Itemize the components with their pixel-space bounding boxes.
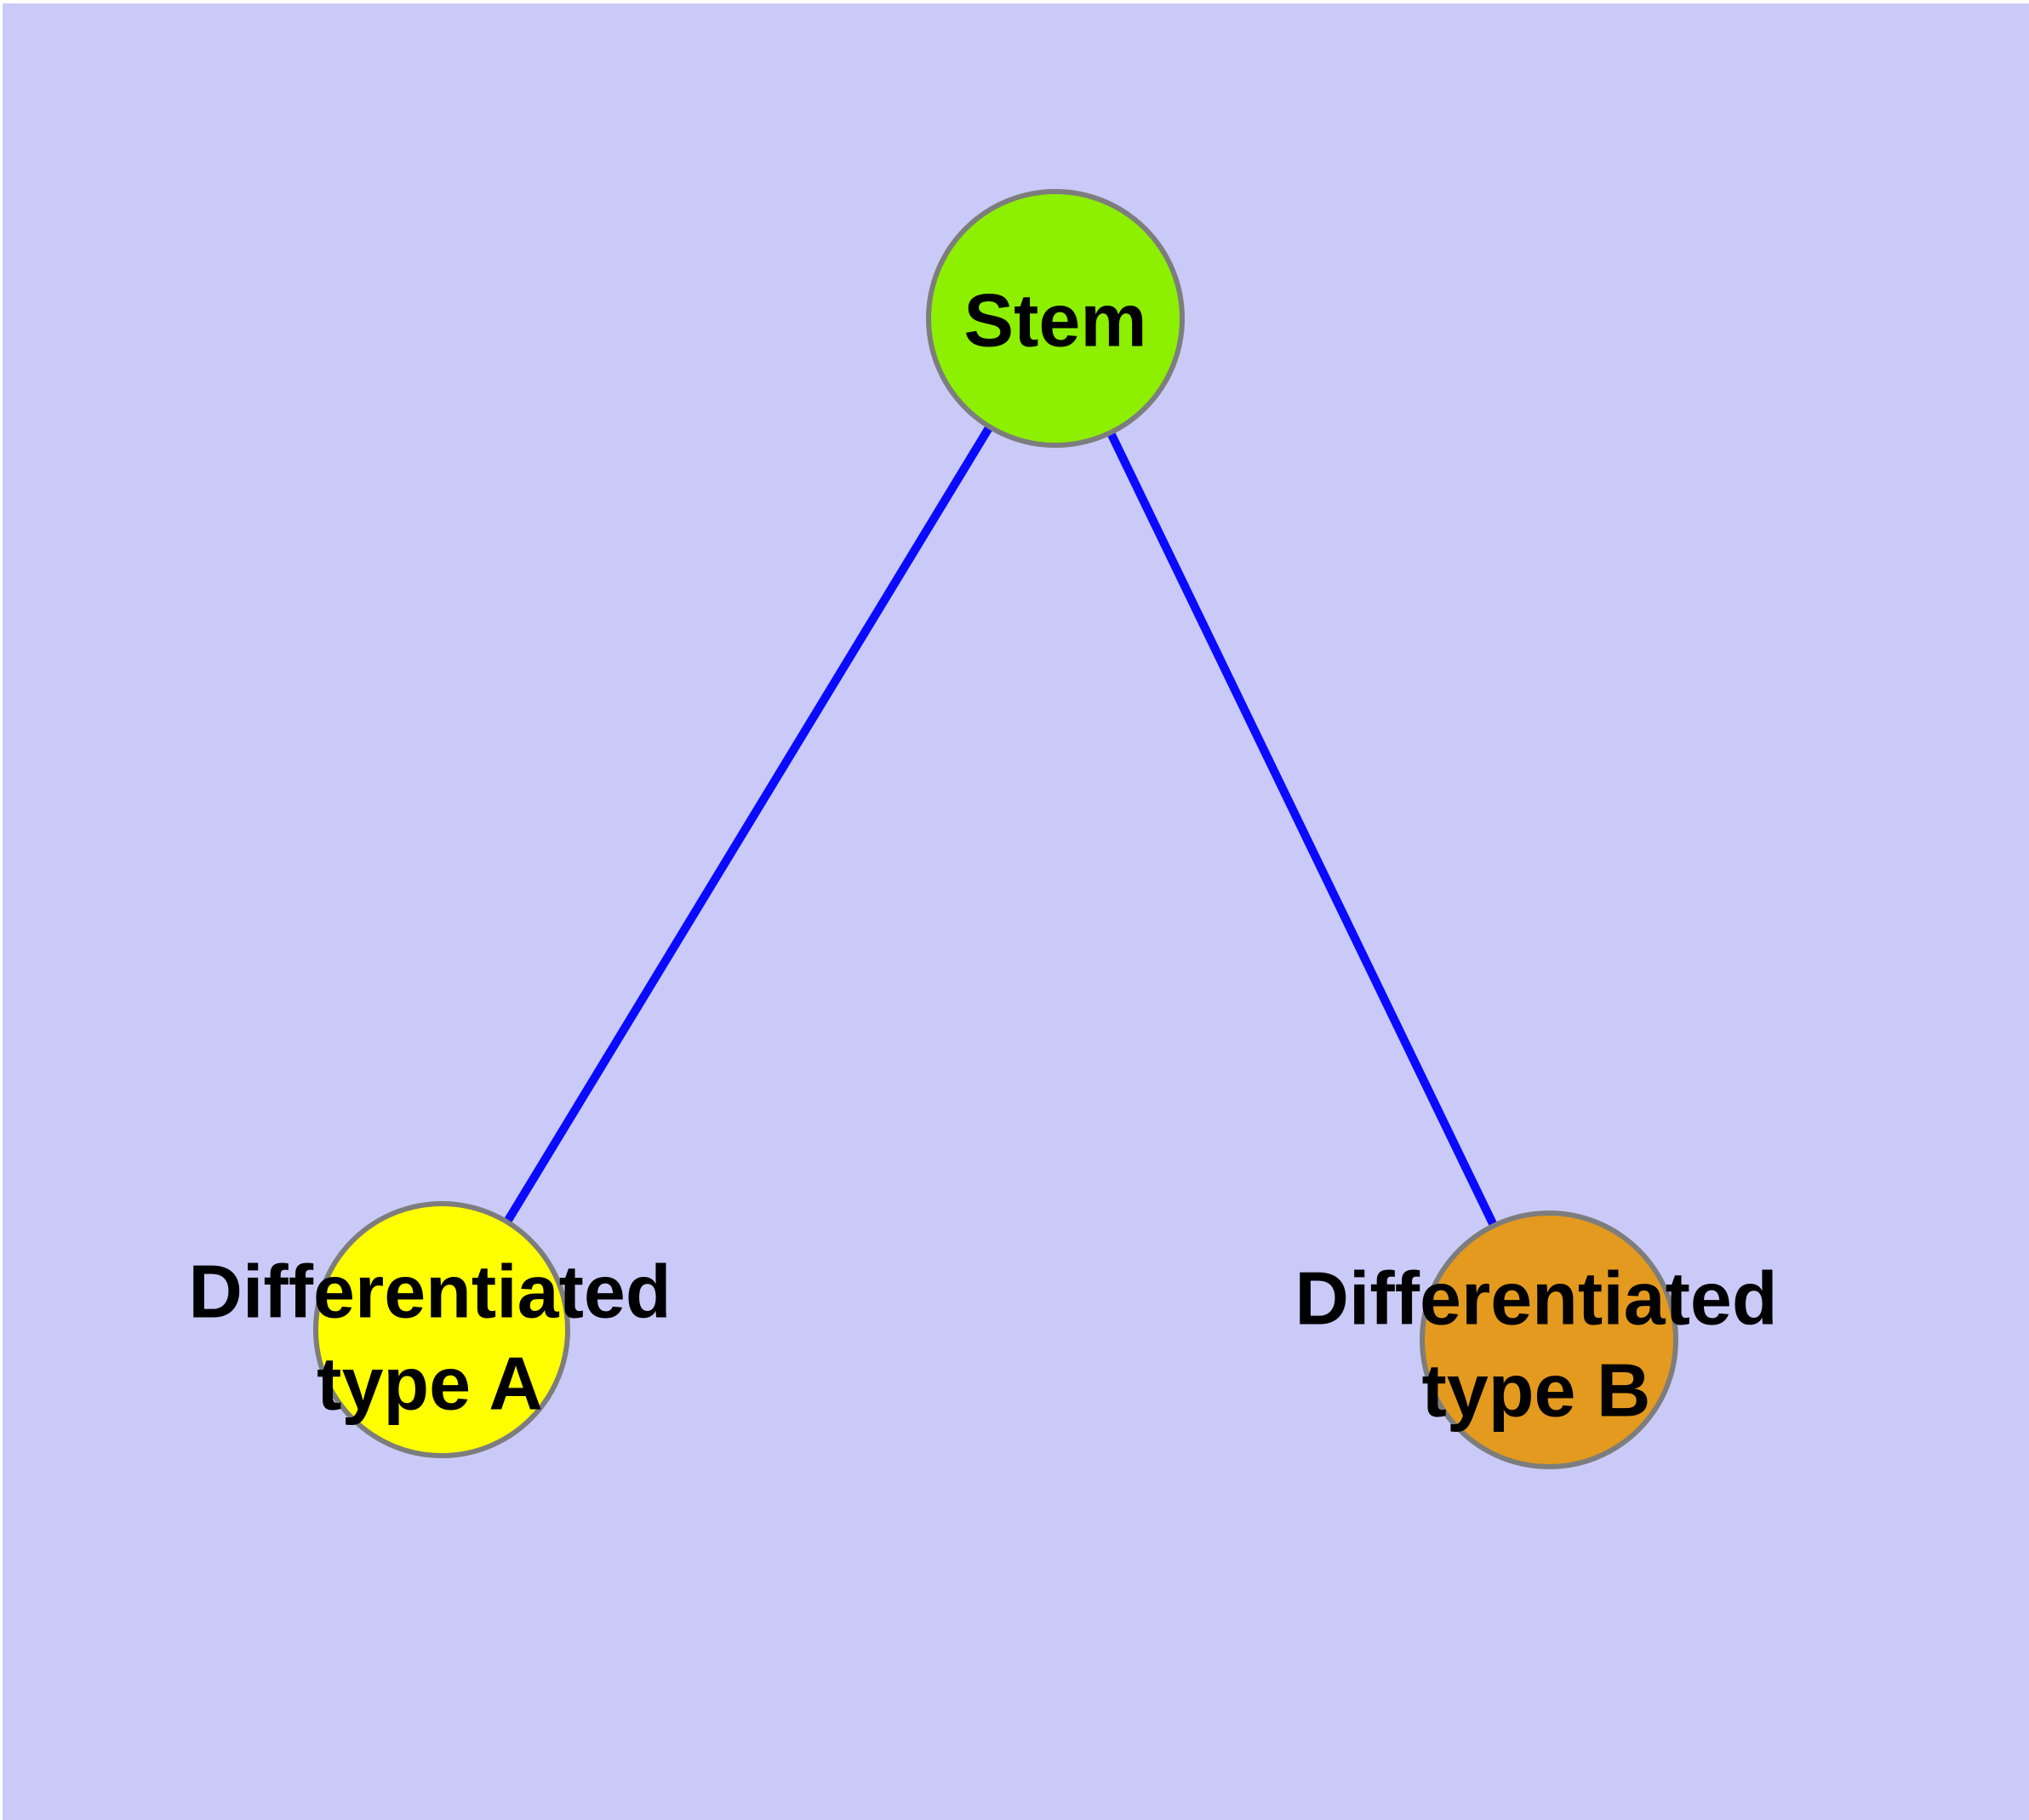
edge-stem-to-type-b <box>1051 316 1553 1342</box>
type-b-node-label-line-2: type B <box>1422 1348 1651 1433</box>
stem-node-label: Stem <box>963 278 1146 363</box>
type-a-node-label-line-1: Differentiated <box>188 1250 671 1334</box>
type-b-node-label-line-1: Differentiated <box>1295 1256 1777 1341</box>
type-b-node-circle <box>1420 1210 1678 1469</box>
type-a-node-circle <box>313 1201 570 1458</box>
stem-node-circle <box>926 189 1185 448</box>
edge-stem-to-type-a <box>437 316 1060 1332</box>
type-a-node-label-line-2: type A <box>317 1342 543 1426</box>
